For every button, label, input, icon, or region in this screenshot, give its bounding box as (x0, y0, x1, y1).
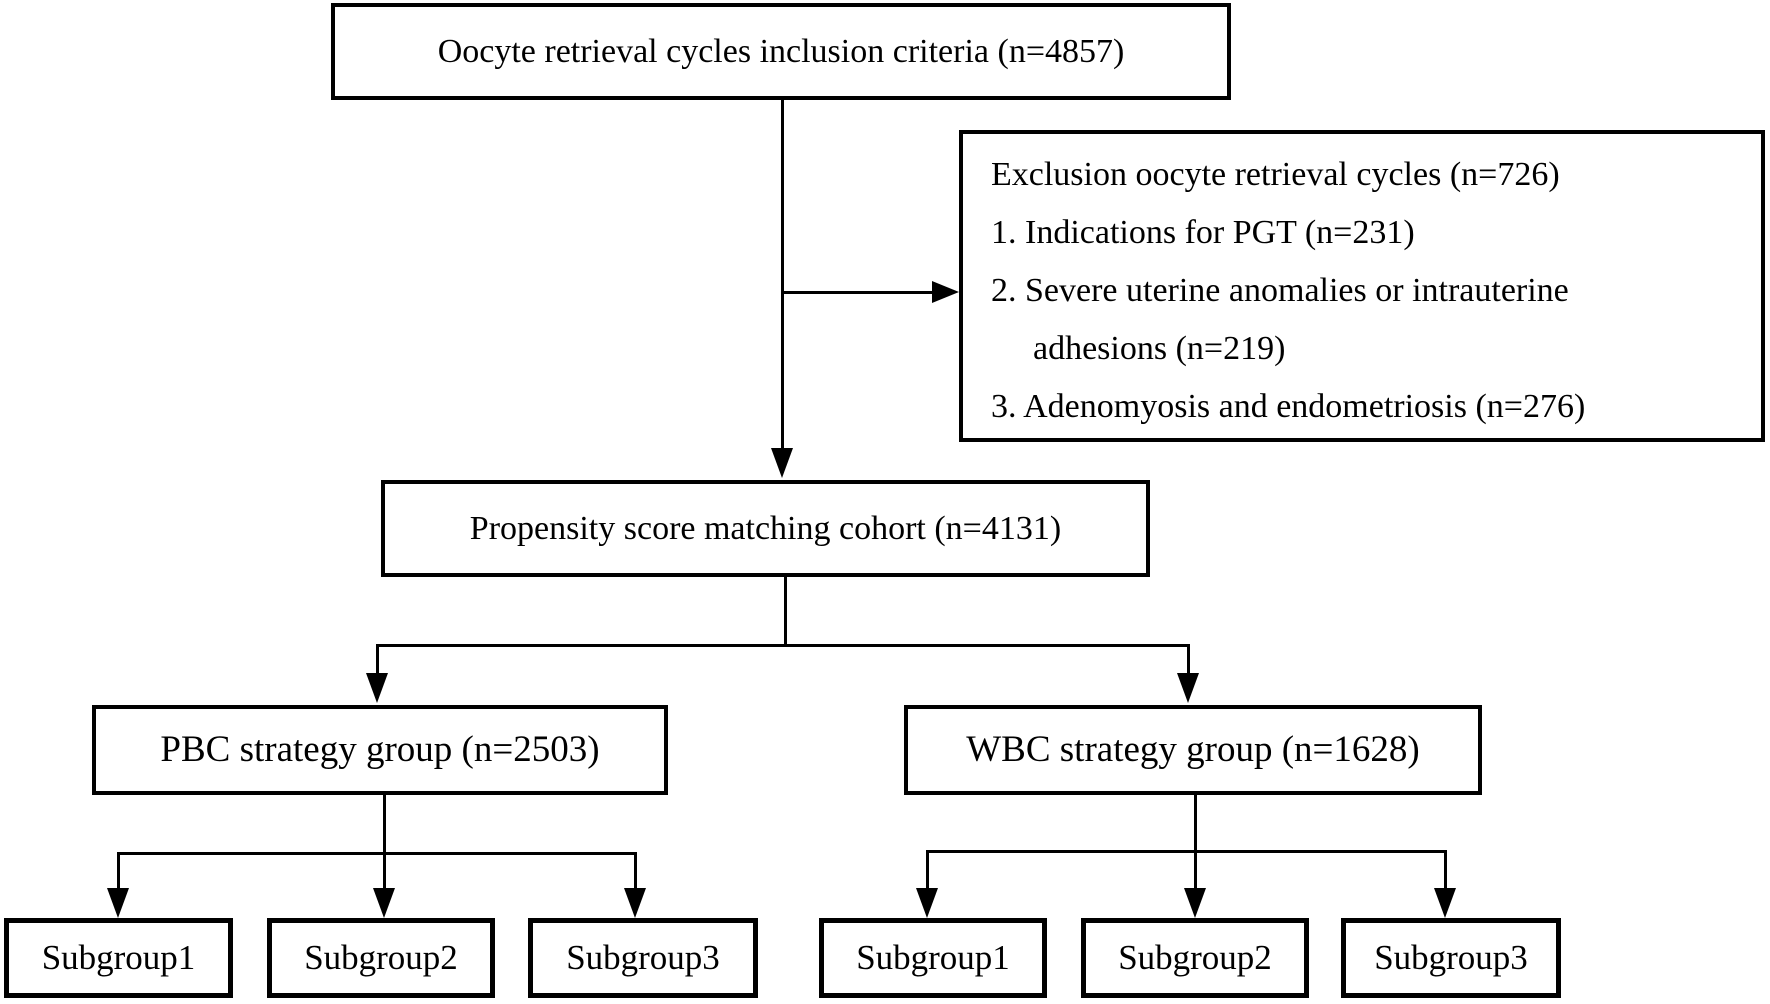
propensity-cohort-label: Propensity score matching cohort (n=4131… (469, 509, 1062, 547)
pbc-subgroup-2-label: Subgroup2 (304, 937, 458, 977)
propensity-cohort-box: Propensity score matching cohort (n=4131… (381, 480, 1150, 577)
connector-to-pbc-subgroup-1 (117, 852, 120, 889)
wbc-subgroup-1-box: Subgroup1 (819, 918, 1047, 998)
wbc-subgroup-3-box: Subgroup3 (1341, 918, 1561, 998)
pbc-subgroup-1-label: Subgroup1 (41, 937, 196, 977)
arrowhead-down-pbc (366, 673, 388, 703)
arrowhead-down-wbc-subgroup-2 (1184, 888, 1206, 918)
arrowhead-down-pbc-subgroup-2 (373, 888, 395, 918)
connector-to-pbc-subgroup-3 (634, 852, 637, 889)
arrowhead-down-pbc-subgroup-3 (624, 888, 646, 918)
branch-line-pbc-subgroups (118, 852, 637, 855)
arrowhead-down-pbc-subgroup-1 (107, 888, 129, 918)
wbc-subgroup-1-label: Subgroup1 (856, 937, 1010, 977)
exclusion-title: Exclusion oocyte retrieval cycles (n=726… (991, 156, 1560, 193)
connector-branch-to-pbc (376, 644, 379, 675)
branch-line-groups (377, 644, 1189, 647)
arrowhead-right-exclusion (932, 281, 959, 303)
exclusion-item-3: 3. Adenomyosis and endometriosis (n=276) (991, 388, 1586, 425)
connector-wbc-to-subgroups (1194, 795, 1197, 889)
exclusion-box: Exclusion oocyte retrieval cycles (n=726… (959, 130, 1765, 442)
exclusion-item-2-continued: adhesions (n=219) (1033, 330, 1286, 367)
arrowhead-down-wbc-subgroup-3 (1434, 888, 1456, 918)
arrowhead-down-propensity (771, 448, 793, 478)
connector-to-exclusion (782, 291, 932, 294)
wbc-subgroup-2-box: Subgroup2 (1081, 918, 1309, 998)
inclusion-criteria-label: Oocyte retrieval cycles inclusion criter… (437, 32, 1125, 70)
pbc-subgroup-2-box: Subgroup2 (267, 918, 495, 998)
pbc-subgroup-3-label: Subgroup3 (566, 937, 720, 977)
pbc-subgroup-1-box: Subgroup1 (4, 918, 233, 998)
arrowhead-down-wbc-subgroup-1 (916, 888, 938, 918)
connector-propensity-to-branch (784, 577, 787, 647)
connector-pbc-to-subgroups (383, 795, 386, 889)
exclusion-item-1: 1. Indications for PGT (n=231) (991, 214, 1415, 251)
exclusion-item-2: 2. Severe uterine anomalies or intrauter… (991, 272, 1569, 309)
wbc-group-label: WBC strategy group (n=1628) (966, 728, 1420, 770)
connector-to-wbc-subgroup-3 (1444, 850, 1447, 889)
connector-to-wbc-subgroup-1 (926, 850, 929, 889)
pbc-group-label: PBC strategy group (n=2503) (160, 728, 600, 770)
wbc-subgroup-3-label: Subgroup3 (1374, 937, 1528, 977)
wbc-group-box: WBC strategy group (n=1628) (904, 705, 1482, 795)
arrowhead-down-wbc (1177, 673, 1199, 703)
pbc-group-box: PBC strategy group (n=2503) (92, 705, 668, 795)
connector-inclusion-to-propensity (781, 100, 784, 448)
inclusion-criteria-box: Oocyte retrieval cycles inclusion criter… (331, 3, 1231, 100)
connector-branch-to-wbc (1187, 644, 1190, 675)
branch-line-wbc-subgroups (927, 850, 1447, 853)
pbc-subgroup-3-box: Subgroup3 (528, 918, 758, 998)
wbc-subgroup-2-label: Subgroup2 (1118, 937, 1272, 977)
